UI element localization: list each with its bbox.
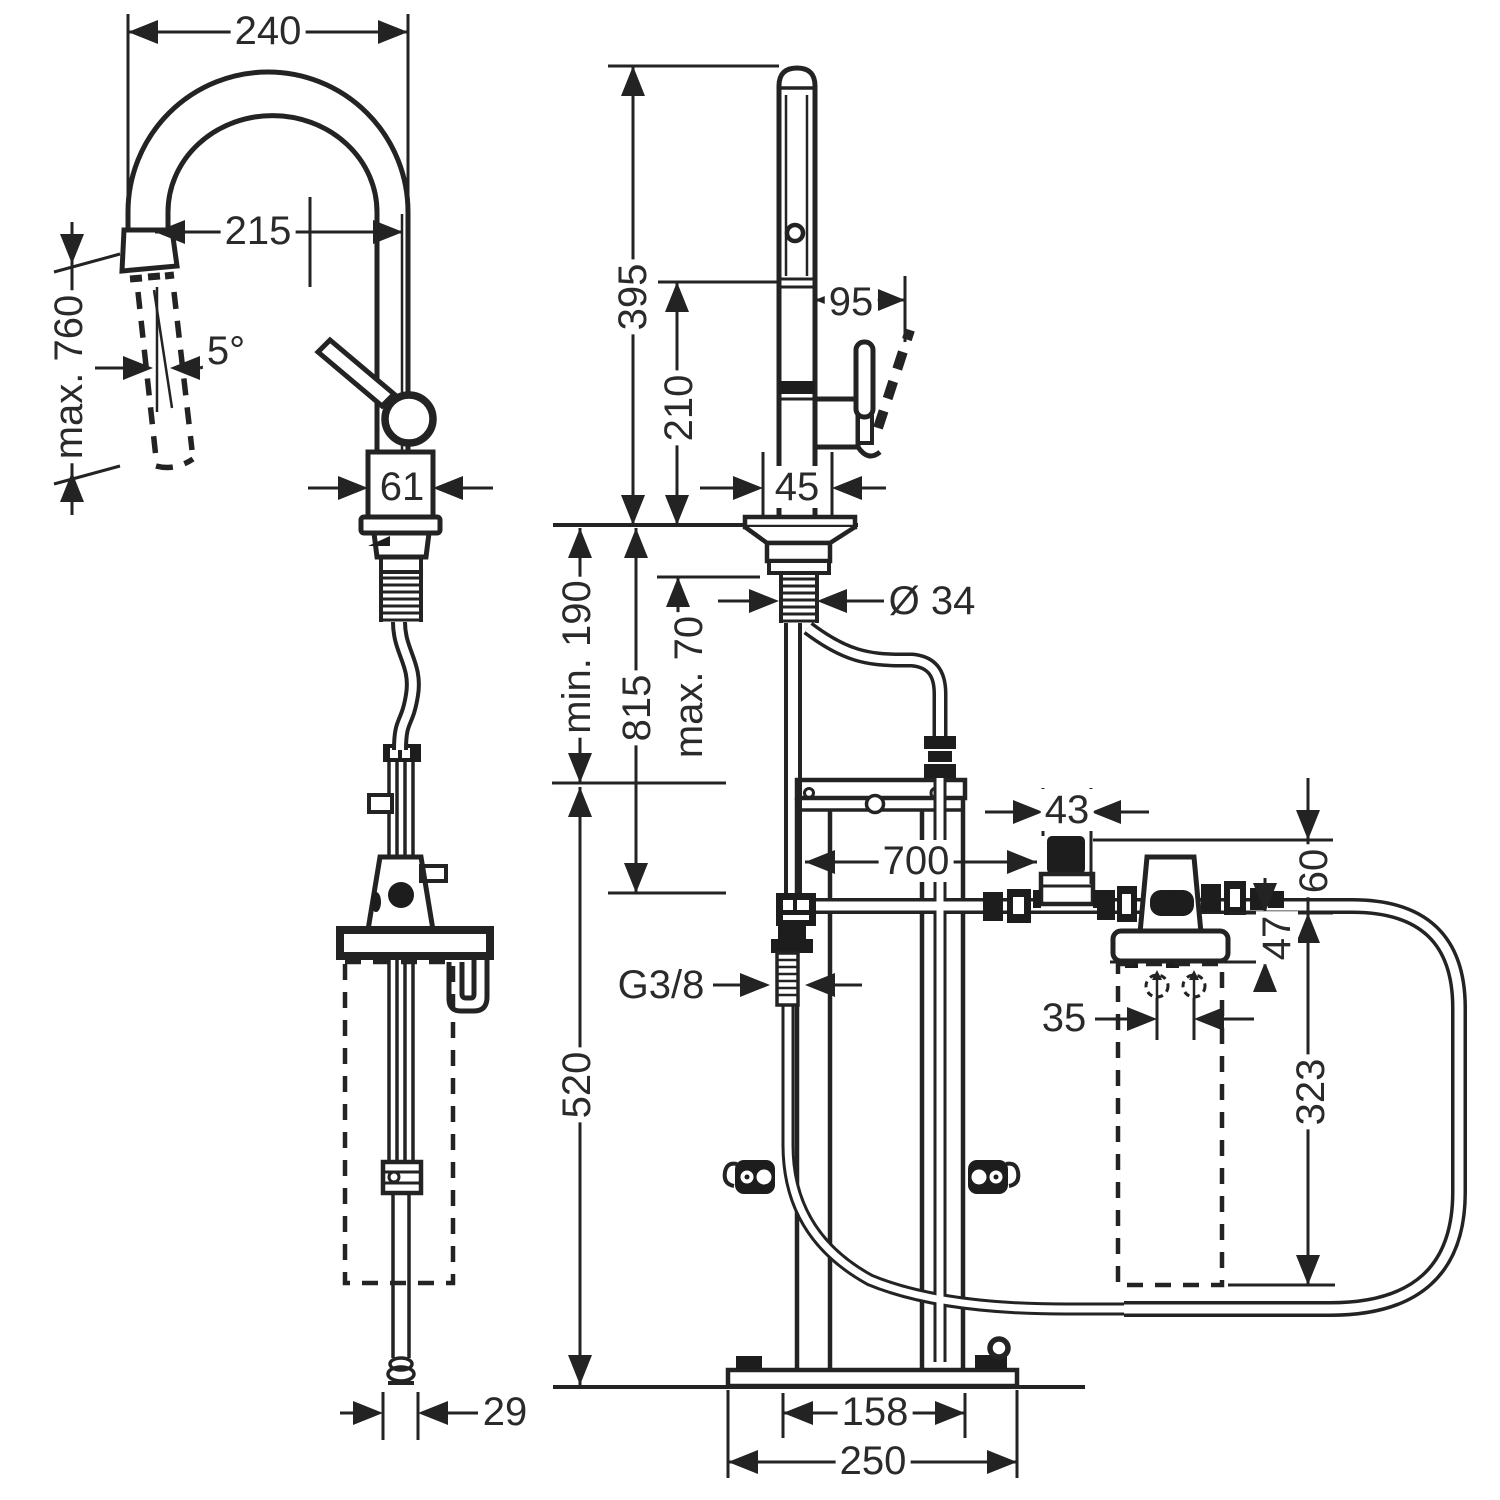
tee-fitting <box>776 893 816 926</box>
dim-label-shank-diameter: Ø 34 <box>884 580 980 622</box>
dim-label-plate-width-250: 250 <box>835 1440 911 1482</box>
hose-travel-dashed <box>342 959 456 1286</box>
dim-label-spout-reach-inner: 215 <box>220 210 296 252</box>
dim-label-flange-47: 47 <box>1255 911 1299 965</box>
dim-label-spout-reach: 240 <box>230 10 306 52</box>
dim-label-handle-projection: 95 <box>824 281 878 323</box>
handle-rotated-dashed <box>873 328 915 430</box>
dim-label-offset-60: 60 <box>1292 844 1336 898</box>
spray-release-hole <box>784 222 806 244</box>
dim-label-hose-length-700: 700 <box>878 840 954 882</box>
mounting-plate <box>336 926 494 960</box>
handle-lever <box>314 336 398 410</box>
dim-label-height-815: 815 <box>615 670 659 746</box>
dim-label-spout-height: 210 <box>657 370 701 446</box>
dim-label-port-spacing-35: 35 <box>1037 997 1091 1039</box>
dim-label-min-clearance: min. 190 <box>555 576 599 738</box>
dim-label-cartridge-323: 323 <box>1289 1054 1333 1130</box>
handle-pivot <box>381 391 437 447</box>
pullout-spray-dashed <box>135 291 195 471</box>
pressure-regulator <box>1033 836 1101 908</box>
spout-tip <box>119 227 180 274</box>
arrowheads <box>60 20 1320 1474</box>
faucet-pipe <box>776 65 818 528</box>
dim-label-max-pullout: max. 760 <box>47 290 91 464</box>
dim-label-regulator-width: 43 <box>1040 789 1094 831</box>
spout-arc <box>125 69 411 455</box>
base-plate <box>725 1367 1020 1389</box>
dim-label-total-height: 395 <box>611 259 655 335</box>
filter-head <box>1110 854 1231 968</box>
hose-hook <box>446 956 490 1014</box>
dim-label-base-width: 45 <box>770 466 824 508</box>
frame-clip-left <box>722 1160 775 1194</box>
frame-clip-right <box>968 1160 1021 1194</box>
dim-label-body-width: 61 <box>375 466 429 508</box>
dim-label-foot-width-158: 158 <box>837 1391 913 1433</box>
dim-label-thread-size: G3/8 <box>613 964 709 1006</box>
dim-label-hose-end-width: 29 <box>478 1391 532 1433</box>
filter-cartridge-dashed <box>1115 961 1225 1288</box>
front-view <box>119 69 494 1385</box>
dim-label-spray-angle: 5° <box>202 330 250 372</box>
handle-housing <box>812 396 861 450</box>
handle-lever-side <box>853 339 876 420</box>
filter-ports <box>1144 973 1207 999</box>
side-view <box>391 65 1467 1389</box>
dim-label-unit-height-520: 520 <box>555 1047 599 1123</box>
dim-label-max-counter: max. 70 <box>667 611 711 763</box>
